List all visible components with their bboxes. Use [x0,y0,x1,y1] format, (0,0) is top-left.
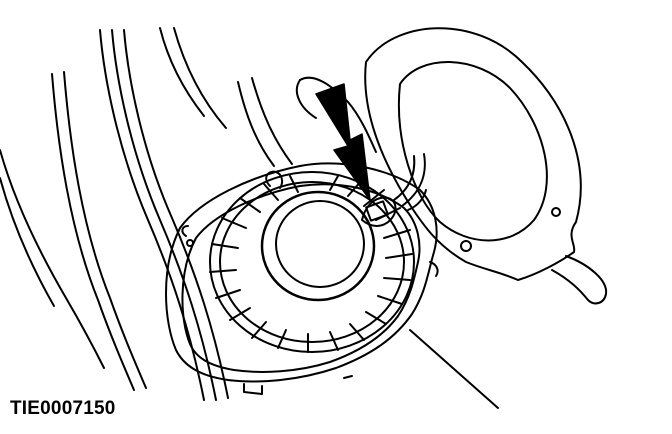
speaker-mounting-opening [295,27,608,305]
leader-line [409,329,499,409]
speaker-connector [361,153,427,227]
down-arrow-icon [315,83,371,201]
door-panel-contours [0,27,293,401]
speaker-basket-spokes [209,175,413,353]
speaker-housing [165,162,439,395]
figure-code: TIE0007150 [10,398,116,419]
